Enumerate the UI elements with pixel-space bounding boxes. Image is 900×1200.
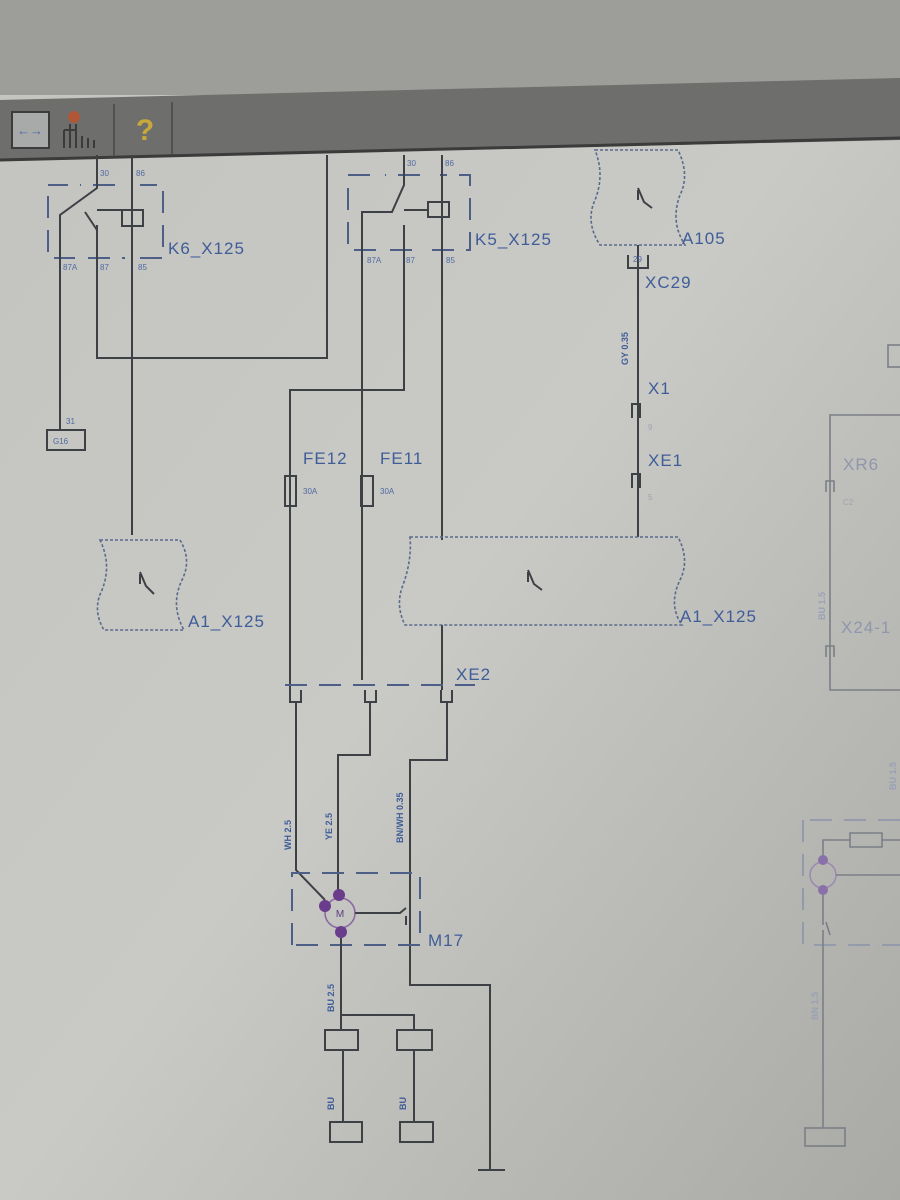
module-label: A105 [682,229,726,248]
wire-label: BU [398,1097,408,1110]
right-circuit[interactable]: XR6 C2 BU 1.5 X24-1 BU 1.5 BN 1.5 [802,344,900,1147]
wire-label: BU 2.5 [326,984,336,1012]
ground-wiring: BU 2.5 BU BU [324,938,434,1143]
wire-label: BU 1.5 [817,592,827,620]
pin-label: C2 [843,498,854,507]
pin-label: 30 [100,169,109,178]
module-label: A1_X125 [188,612,265,631]
relay-label: K5_X125 [475,230,552,249]
splice-block[interactable] [396,1029,433,1051]
module-a1-x125-left[interactable]: A1_X125 [96,539,265,631]
wire-label: BU [326,1097,336,1110]
wire-label: BN 1.5 [810,992,820,1020]
question-mark-icon: ? [136,114,154,147]
fuse-rating: 30A [303,487,318,496]
motor-symbol: M [336,909,344,920]
splice-block[interactable] [324,1029,359,1051]
relay-label: K6_X125 [168,239,245,258]
ground-terminal[interactable] [329,1121,363,1143]
ground-g16[interactable]: 31 G16 [46,417,86,451]
screen-top-area [0,0,900,95]
pin-label: 86 [136,169,145,178]
component-label: M17 [428,931,464,950]
wire-label: BU 1.5 [888,762,898,790]
fuse-label: FE12 [303,449,348,468]
ground-label: G16 [53,437,69,446]
fit-width-button[interactable]: ←→ [11,111,50,149]
pin-label: 5 [648,493,653,502]
pin-label: 31 [66,417,75,426]
wire-label: WH 2.5 [283,820,293,850]
signal-wire-gy: 29 XC29 GY 0.35 X1 9 XE1 5 [620,245,692,537]
help-button[interactable]: ? [136,114,154,147]
module-label: A1_X125 [680,607,757,626]
pin-label: 29 [633,255,642,264]
pin-label: 85 [138,263,147,272]
connector-label: XE2 [456,665,491,684]
toolbar: ←→ ? [0,78,900,162]
wire-label: GY 0.35 [620,332,630,365]
module-a1-x125-main[interactable]: A1_X125 [398,536,757,626]
module-a105[interactable]: A105 [590,149,726,248]
connector-label: XR6 [843,455,879,474]
fuse-label: FE11 [380,449,423,468]
connector-label: X24-1 [841,618,891,637]
motor-m17[interactable]: M M17 [291,872,464,950]
connector-label: XE1 [648,451,683,470]
pin-label: 30 [407,159,416,168]
pin-label: 86 [445,159,454,168]
pin-label: 85 [446,256,455,265]
motor-wiring: WH 2.5 YE 2.5 BN/WH 0.35 [283,702,505,1171]
fuse-rating: 30A [380,487,395,496]
pin-label: 9 [648,423,653,432]
pin-label: 87 [406,256,415,265]
component-pins-icon [63,111,95,148]
wire-label: BN/WH 0.35 [395,792,405,843]
pin-label: 87A [63,263,78,272]
connector-label: X1 [648,379,671,398]
wire-label: YE 2.5 [324,813,334,840]
pin-label: 87A [367,256,382,265]
ground-terminal[interactable] [399,1121,434,1143]
fuse-fe11[interactable]: FE11 30A [360,449,423,507]
connector-label: XC29 [645,273,692,292]
pin-label: 87 [100,263,109,272]
left-right-arrows-icon: ←→ [17,123,43,138]
fuse-fe12[interactable]: FE12 30A [284,449,348,507]
relay-k5[interactable]: 30 86 87A 87 85 K5_X125 [289,155,552,690]
relay-k6[interactable]: 30 86 87A 87 85 K6_X125 [47,155,328,535]
component-locator-button[interactable] [63,111,95,148]
